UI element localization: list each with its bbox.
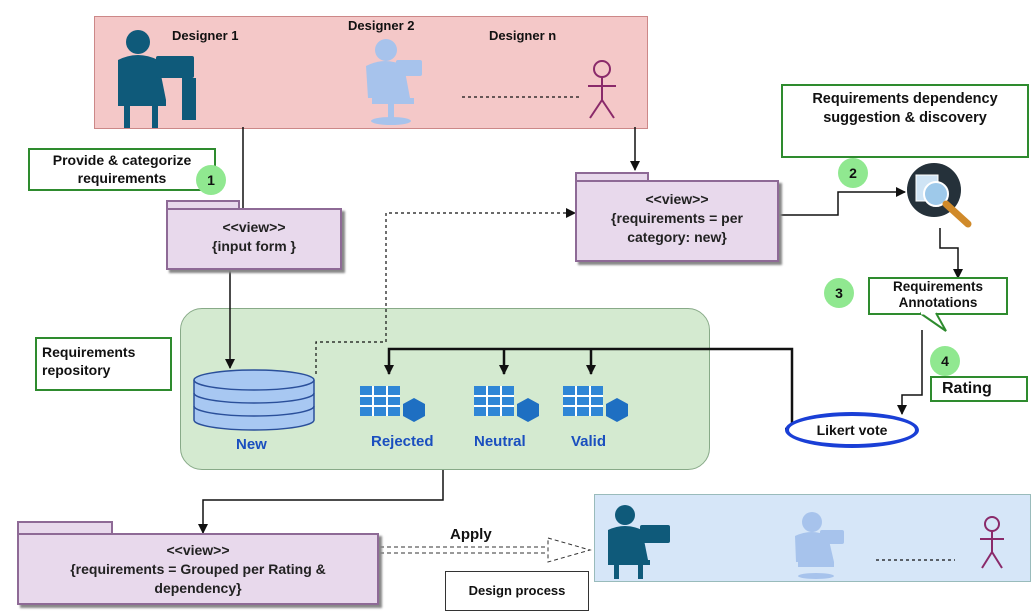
- designer-2-label: Designer 2: [348, 18, 415, 33]
- designer-2-icon: [366, 39, 422, 125]
- design-process-box: Design process: [445, 571, 589, 611]
- neutral-table-icon: [474, 386, 539, 422]
- dependency-note: Requirements dependency suggestion & dis…: [781, 84, 1029, 158]
- design-designer-n-icon: [980, 516, 1004, 569]
- per-category-view: <<view>> {requirements = per category: n…: [575, 180, 779, 262]
- rejected-table-icon: [360, 386, 425, 422]
- grouped-line-1: {requirements = Grouped per Rating &: [70, 561, 326, 577]
- designer-1-icon: [118, 30, 196, 128]
- per-category-line-1: {requirements = per: [611, 210, 743, 226]
- step-1-badge: 1: [196, 165, 226, 195]
- design-designer-2-icon: [795, 512, 844, 579]
- provide-note: Provide & categorize requirements: [28, 148, 216, 191]
- designer-n-icon: [588, 60, 616, 119]
- new-label: New: [236, 436, 267, 453]
- neutral-label: Neutral: [474, 433, 526, 450]
- design-designer-1-icon: [608, 505, 670, 579]
- designer-1-label: Designer 1: [172, 28, 239, 43]
- step-3-badge: 3: [824, 278, 854, 308]
- per-category-line-2: category: new}: [627, 229, 727, 245]
- apply-label: Apply: [450, 526, 492, 543]
- grouped-stereotype: <<view>>: [166, 542, 230, 558]
- input-form-view-tab: [166, 200, 240, 210]
- rating-note: Rating: [930, 376, 1028, 402]
- grouped-view-tab: [17, 521, 113, 535]
- new-database-icon: [193, 369, 315, 431]
- annotations-note: Requirements Annotations: [868, 277, 1008, 315]
- likert-vote-label: Likert vote: [816, 422, 888, 438]
- likert-vote: Likert vote: [785, 412, 919, 448]
- step-2-badge: 2: [838, 158, 868, 188]
- per-category-stereotype: <<view>>: [645, 191, 709, 207]
- step-4-badge: 4: [930, 346, 960, 376]
- grouped-line-2: dependency}: [154, 580, 242, 596]
- rejected-label: Rejected: [371, 433, 434, 450]
- input-form-view: <<view>> {input form }: [166, 208, 342, 270]
- repository-note: Requirements repository: [35, 337, 172, 391]
- valid-label: Valid: [571, 433, 607, 450]
- designer-n-label: Designer n: [489, 28, 557, 43]
- input-form-label: {input form }: [212, 238, 296, 254]
- input-form-stereotype: <<view>>: [222, 219, 286, 235]
- valid-table-icon: [563, 386, 628, 422]
- grouped-view: <<view>> {requirements = Grouped per Rat…: [17, 533, 379, 605]
- magnifier-icon: [907, 163, 972, 228]
- per-category-view-tab: [575, 172, 649, 182]
